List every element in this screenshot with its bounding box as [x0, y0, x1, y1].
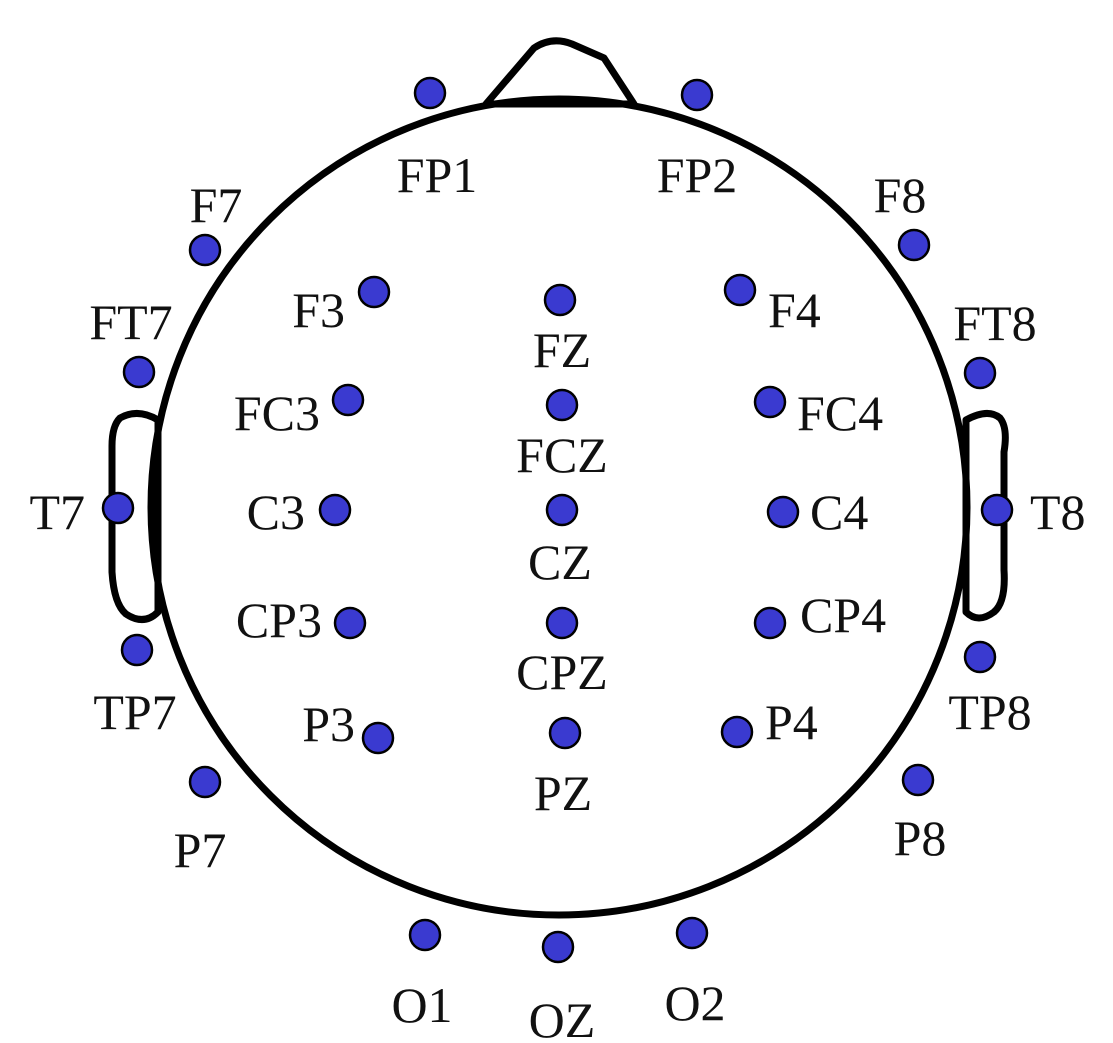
electrode-label-o1: O1: [391, 977, 452, 1033]
electrode-label-cpz: CPZ: [516, 644, 608, 700]
electrode-label-fc3: FC3: [234, 385, 320, 441]
electrode-dot-fz: [543, 283, 577, 317]
electrode-label-ft8: FT8: [953, 295, 1036, 351]
electrode-dot-fc4: [753, 385, 787, 419]
electrode-cp3: CP3: [236, 592, 367, 648]
electrode-t8: T8: [980, 484, 1086, 540]
electrode-f7: F7: [188, 177, 243, 267]
electrode-dot-fp2: [680, 78, 714, 112]
electrode-label-o2: O2: [664, 975, 725, 1031]
electrode-dot-fc3: [331, 383, 365, 417]
electrode-label-cp4: CP4: [800, 587, 886, 643]
electrode-label-p3: P3: [302, 696, 355, 752]
electrode-dot-f4: [723, 273, 757, 307]
electrode-dot-cp4: [753, 606, 787, 640]
electrode-label-t8: T8: [1030, 484, 1086, 540]
electrode-label-cp3: CP3: [236, 592, 322, 648]
electrode-label-ft7: FT7: [89, 294, 172, 350]
electrode-dot-f7: [188, 233, 222, 267]
electrode-fcz: FCZ: [516, 388, 608, 483]
electrode-oz: OZ: [529, 930, 596, 1043]
electrode-dot-p7: [188, 765, 222, 799]
electrode-f8: F8: [874, 167, 931, 262]
electrode-dot-p8: [901, 763, 935, 797]
electrode-label-p7: P7: [174, 822, 227, 878]
electrode-dot-p4: [720, 715, 754, 749]
electrode-dot-cp3: [333, 606, 367, 640]
electrode-label-tp7: TP7: [93, 684, 176, 740]
electrode-dot-o1: [408, 918, 442, 952]
electrode-label-tp8: TP8: [948, 684, 1031, 740]
electrode-label-cz: CZ: [528, 534, 592, 590]
electrode-ft7: FT7: [89, 294, 173, 389]
electrode-label-c4: C4: [810, 484, 868, 540]
electrode-label-t7: T7: [29, 484, 85, 540]
electrode-pz: PZ: [534, 716, 592, 821]
electrode-p8: P8: [894, 763, 947, 866]
nose: [482, 37, 638, 108]
electrode-dot-fcz: [545, 388, 579, 422]
electrode-p4: P4: [720, 694, 818, 750]
electrode-label-f7: F7: [190, 177, 243, 233]
electrode-dot-tp7: [120, 633, 154, 667]
electrode-t7: T7: [29, 484, 135, 540]
electrode-dot-cpz: [545, 606, 579, 640]
electrode-label-fz: FZ: [533, 322, 591, 378]
electrode-cpz: CPZ: [516, 606, 608, 700]
electrode-label-f8: F8: [874, 167, 927, 223]
electrode-dot-p3: [361, 721, 395, 755]
electrode-dot-ft8: [963, 356, 997, 390]
electrode-dot-pz: [548, 716, 582, 750]
electrode-dot-f8: [897, 228, 931, 262]
electrode-f3: F3: [292, 275, 391, 338]
electrode-dot-f3: [357, 275, 391, 309]
electrode-dot-c4: [766, 495, 800, 529]
electrode-fp2: FP2: [657, 78, 738, 203]
electrode-dot-o2: [675, 916, 709, 950]
electrode-label-p4: P4: [765, 694, 818, 750]
electrode-label-fc4: FC4: [797, 385, 883, 441]
electrode-fp1: FP1: [397, 76, 478, 203]
electrode-f4: F4: [723, 273, 821, 338]
electrode-label-fcz: FCZ: [516, 427, 608, 483]
electrode-c3: C3: [247, 484, 352, 540]
electrode-dot-ft7: [122, 355, 156, 389]
electrode-dot-oz: [541, 930, 575, 964]
electrode-label-fp2: FP2: [657, 147, 738, 203]
electrode-label-oz: OZ: [529, 992, 596, 1043]
electrode-p7: P7: [174, 765, 227, 878]
left-ear: [108, 410, 162, 623]
right-ear: [962, 410, 1009, 622]
electrode-ft8: FT8: [953, 295, 1037, 390]
electrode-tp8: TP8: [948, 640, 1032, 740]
electrode-fc3: FC3: [234, 383, 365, 441]
electrode-cz: CZ: [528, 493, 592, 590]
head-outline: [147, 95, 971, 919]
electrode-dot-t8: [980, 493, 1014, 527]
electrode-label-f4: F4: [768, 282, 821, 338]
electrode-o1: O1: [391, 918, 453, 1033]
electrode-fc4: FC4: [753, 385, 883, 441]
electrode-dot-cz: [545, 493, 579, 527]
electrode-dot-fp1: [413, 76, 447, 110]
electrode-dot-tp8: [963, 640, 997, 674]
electrode-p3: P3: [302, 696, 395, 755]
electrode-label-fp1: FP1: [397, 147, 478, 203]
electrode-label-f3: F3: [292, 282, 345, 338]
electrode-tp7: TP7: [93, 633, 177, 740]
electrode-dot-t7: [101, 491, 135, 525]
electrode-label-p8: P8: [894, 810, 947, 866]
electrode-cp4: CP4: [753, 587, 886, 643]
electrode-dot-c3: [318, 493, 352, 527]
electrode-o2: O2: [664, 916, 726, 1031]
electrode-c4: C4: [766, 484, 868, 540]
electrode-label-c3: C3: [247, 484, 305, 540]
electrode-fz: FZ: [533, 283, 591, 378]
electrode-label-pz: PZ: [534, 765, 592, 821]
